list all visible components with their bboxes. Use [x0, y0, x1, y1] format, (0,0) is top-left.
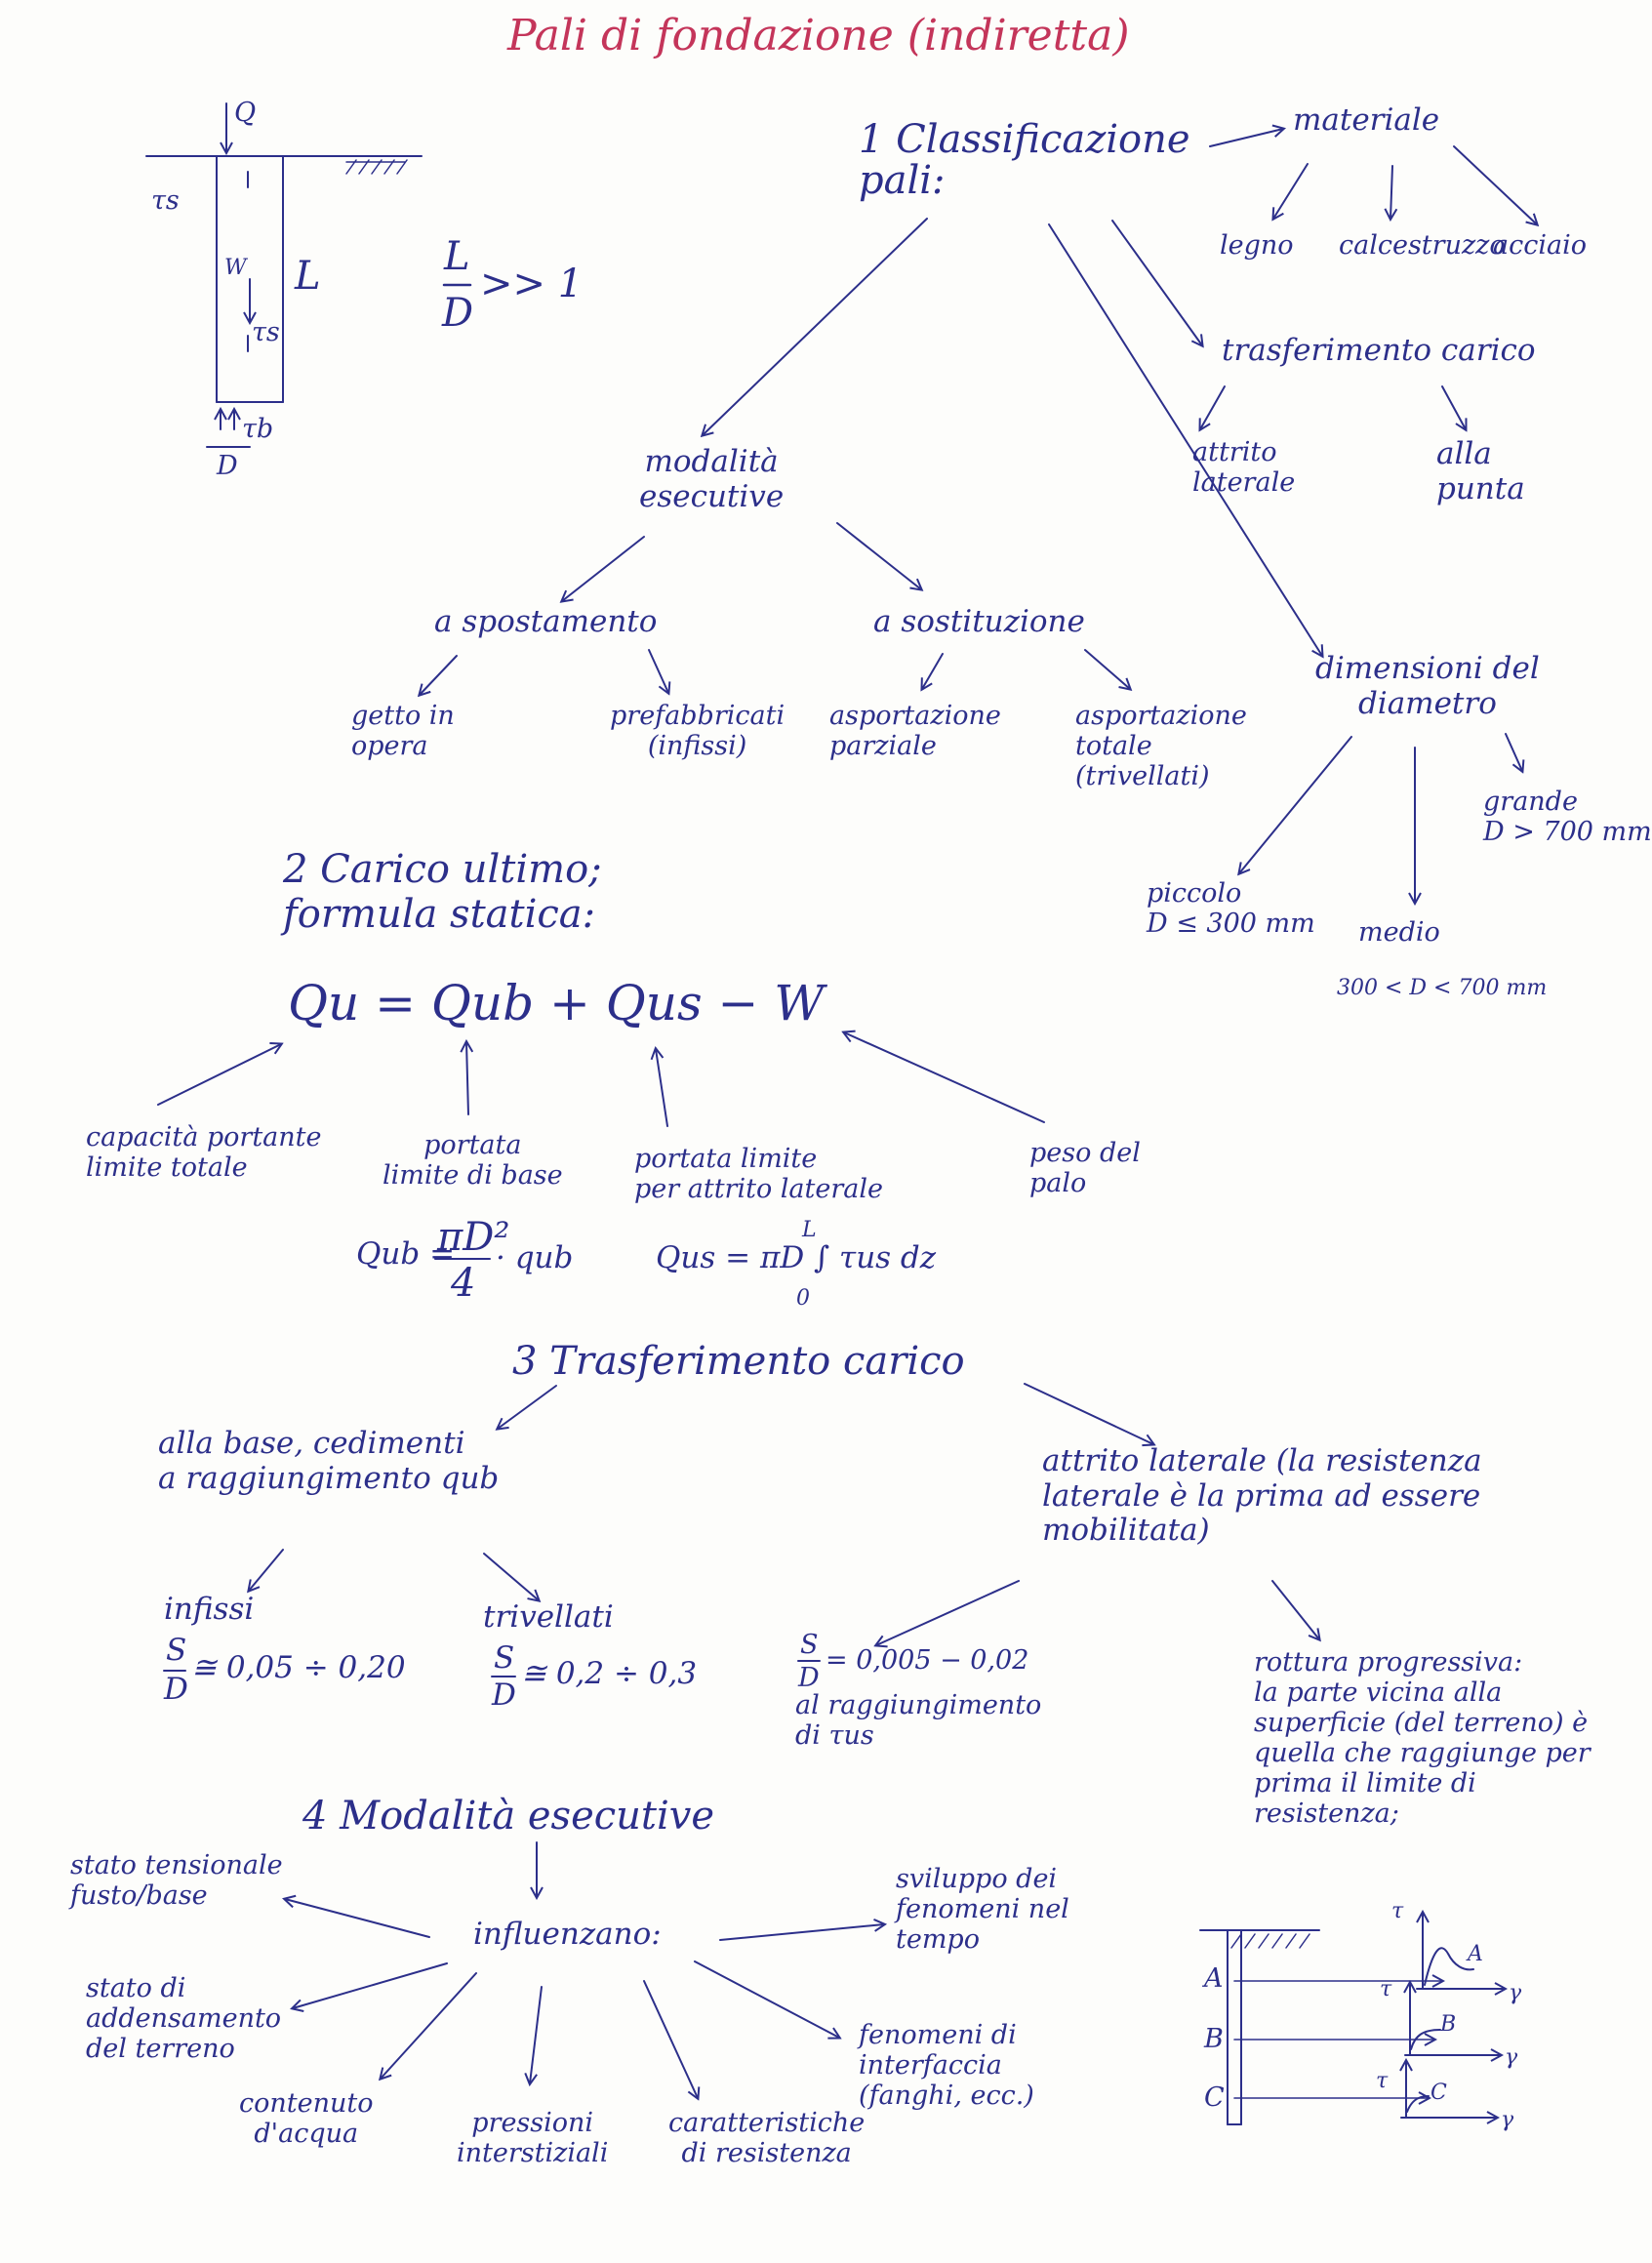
graph-point-b: B — [1204, 2024, 1224, 2054]
diameter-label-main: dimensioni del diametro — [1315, 651, 1540, 721]
diameter-medium-range: 300 < D < 700 mm — [1337, 976, 1548, 1000]
weight-label: W — [224, 256, 247, 280]
qub-formula-lhs: Qub = — [356, 1236, 456, 1272]
graph-label-a: A — [1468, 1942, 1483, 1966]
qub-formula-num: πD² — [437, 1215, 510, 1260]
graph-point-a: A — [1204, 1963, 1224, 1994]
section1-heading: 1 Classificazione pali: — [859, 117, 1190, 203]
diameter-large: grande D > 700 mm — [1483, 787, 1652, 848]
substitution-item-total: asportazione totale (trivellati) — [1075, 701, 1247, 792]
label-total-capacity: capacità portante limite totale — [86, 1122, 322, 1184]
substitution-item-partial: asportazione parziale — [829, 701, 1001, 762]
graph-gamma-c: γ — [1501, 2108, 1514, 2132]
qub-formula-den: 4 — [451, 1261, 476, 1306]
graph-tau-b: τ — [1380, 1977, 1392, 2001]
pile-sketch — [145, 102, 423, 448]
lateral-transfer-text: attrito laterale (la resistenza laterale… — [1042, 1443, 1482, 1549]
lateral-ratio-text: al raggiungimento di τus — [795, 1690, 1042, 1752]
trivellati-sd-num: S — [494, 1640, 515, 1676]
lateral-sd-den: D — [798, 1663, 820, 1693]
graph-gamma-b: γ — [1505, 2045, 1518, 2070]
label-pile-weight: peso del palo — [1029, 1138, 1141, 1199]
tau-b-label: τb — [242, 414, 274, 444]
graph-point-c: C — [1204, 2082, 1225, 2113]
graph-label-b: B — [1440, 2012, 1457, 2037]
transfer-item-tip: alla punta — [1436, 436, 1525, 506]
influence-item-strength: caratteristiche di resistenza — [668, 2108, 866, 2169]
section4-arrows — [285, 1841, 884, 2098]
displacement-label: a spostamento — [434, 604, 658, 639]
infissi-label: infissi — [164, 1592, 255, 1627]
page-title: Pali di fondazione (indiretta) — [507, 11, 1130, 61]
material-item-legno: legno — [1220, 230, 1294, 261]
section2-arrows — [157, 1032, 1045, 1127]
diameter-small: piccolo D ≤ 300 mm — [1147, 878, 1315, 940]
diameter-medium: medio — [1358, 917, 1440, 948]
trivellati-label: trivellati — [483, 1599, 614, 1635]
influence-item-interface: fenomeni di interfaccia (fanghi, ecc.) — [859, 2020, 1034, 2112]
section4-heading: 4 Modalità esecutive — [302, 1794, 715, 1839]
influence-item-pore-pressure: pressioni interstiziali — [457, 2108, 609, 2169]
graph-label-c: C — [1430, 2081, 1447, 2105]
infissi-ratio: ≅ 0,05 ÷ 0,20 — [191, 1650, 406, 1685]
transfer-item-lateral: attrito laterale — [1192, 437, 1296, 499]
load-label: Q — [234, 98, 257, 128]
qus-integral-lower: 0 — [796, 1286, 810, 1311]
influence-item-stress-state: stato tensionale fusto/base — [70, 1850, 283, 1912]
substitution-label: a sostituzione — [873, 604, 1085, 639]
lateral-sd-num: S — [800, 1630, 819, 1660]
ld-ratio-rel: >> 1 — [480, 262, 584, 306]
graph-tau-a: τ — [1391, 1899, 1404, 1923]
ld-ratio-den: D — [442, 291, 474, 336]
section2-heading: 2 Carico ultimo; formula statica: — [283, 847, 602, 937]
section1-arrows — [420, 129, 1537, 903]
qus-integral-upper: L — [802, 1218, 817, 1242]
transfer-label: trasferimento carico — [1222, 333, 1536, 368]
infissi-sd-num: S — [166, 1633, 187, 1668]
influence-item-time: sviluppo dei fenomeni nel tempo — [896, 1864, 1069, 1956]
ld-ratio-num: L — [444, 234, 470, 279]
tau-gamma-graph — [1199, 1913, 1505, 2125]
section3-arrows — [249, 1383, 1319, 1645]
influence-center: influenzano: — [473, 1917, 662, 1952]
tau-s-label-right: τs — [252, 317, 280, 347]
displacement-item-cast: getto in opera — [351, 701, 455, 762]
base-transfer-text: alla base, cedimenti a raggiungimento qu… — [158, 1426, 500, 1496]
execution-label: modalità esecutive — [639, 444, 785, 514]
infissi-sd-den: D — [164, 1672, 188, 1707]
progressive-failure-text: rottura progressiva: la parte vicina all… — [1254, 1647, 1591, 1830]
section3-heading: 3 Trasferimento carico — [512, 1339, 965, 1384]
ultimate-load-formula: Qu = Qub + Qus − W — [288, 975, 825, 1031]
material-item-acciaio: acciaio — [1493, 230, 1587, 261]
trivellati-sd-den: D — [492, 1677, 516, 1713]
diameter-label: D — [217, 451, 238, 481]
qus-formula: Qus = πD ∫ τus dz — [656, 1240, 937, 1275]
trivellati-ratio: ≅ 0,2 ÷ 0,3 — [521, 1656, 698, 1691]
influence-item-water: contenuto d'acqua — [239, 2088, 374, 2150]
lateral-ratio: = 0,005 − 0,02 — [826, 1645, 1029, 1676]
displacement-item-prefab: prefabbricati (infissi) — [610, 701, 786, 762]
graph-tau-c: τ — [1376, 2069, 1389, 2093]
length-label: L — [295, 254, 321, 299]
label-base-capacity: portata limite di base — [383, 1130, 563, 1192]
label-lateral-capacity: portata limite per attrito laterale — [634, 1144, 883, 1205]
material-item-calcestruzzo: calcestruzzo — [1339, 230, 1506, 261]
material-label: materiale — [1293, 102, 1440, 138]
influence-item-density: stato di addensamento del terreno — [86, 1973, 282, 2065]
tau-s-label-left: τs — [151, 185, 180, 216]
qub-formula-rhs: · qub — [496, 1240, 574, 1275]
graph-gamma-a: γ — [1509, 1981, 1522, 2005]
